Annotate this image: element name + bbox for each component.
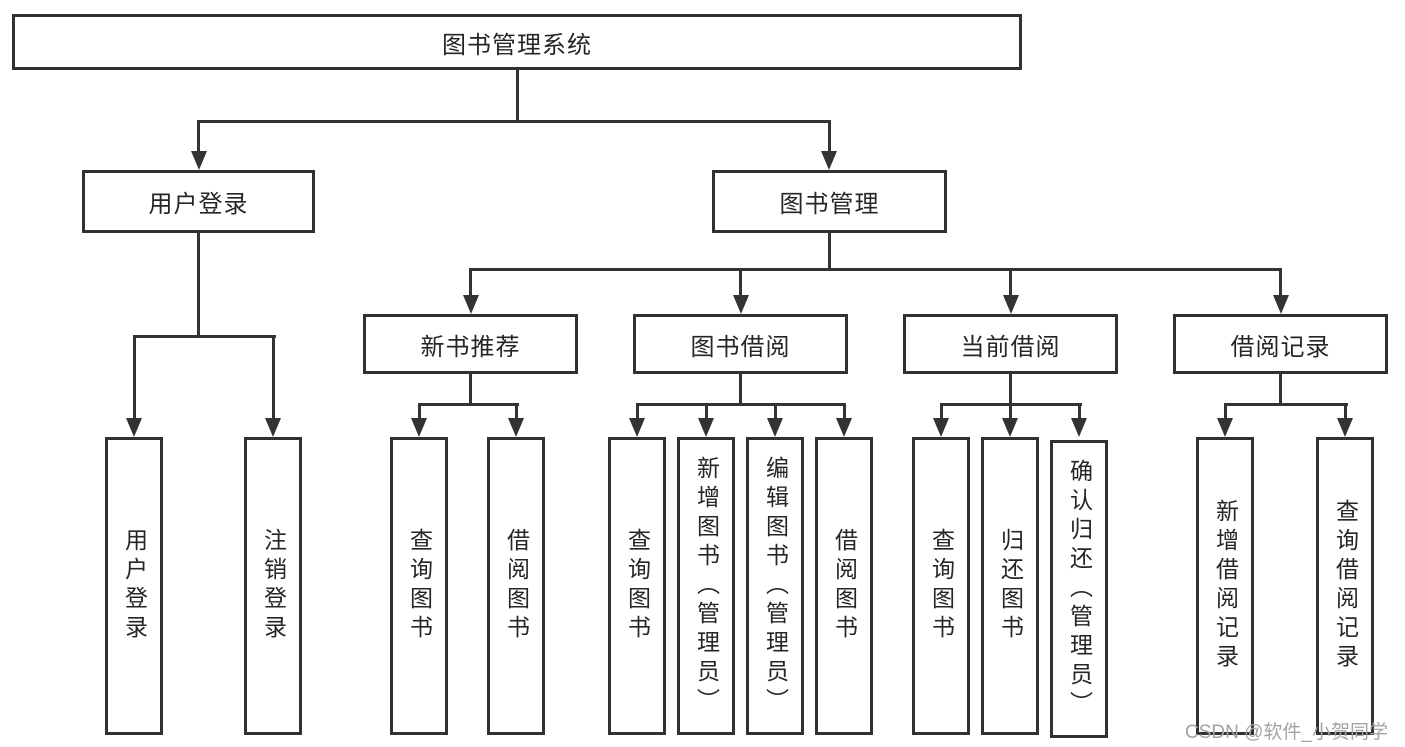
connector-arrowline xyxy=(704,403,708,420)
leaf-add-book-admin: 新增图书（管理员） xyxy=(677,437,735,735)
node-borrowing-records: 借阅记录 xyxy=(1173,314,1388,374)
connector-new-book-branch xyxy=(417,403,519,406)
connector-arrowline xyxy=(1343,403,1347,420)
node-label: 图书借阅 xyxy=(690,333,791,361)
node-label: 查询图书 xyxy=(624,528,651,644)
node-new-book-recommend: 新书推荐 xyxy=(363,314,578,374)
node-label: 编辑图书（管理员） xyxy=(762,455,789,717)
arrow-down-icon xyxy=(508,418,524,437)
arrow-down-icon xyxy=(732,295,749,314)
leaf-query-books-current: 查询图书 xyxy=(912,437,970,735)
connector-book-borrow-branch xyxy=(635,403,846,406)
connector-arrowline xyxy=(1223,403,1227,420)
arrow-down-icon xyxy=(698,418,714,437)
node-label: 借阅记录 xyxy=(1230,333,1331,361)
arrow-down-icon xyxy=(1272,295,1289,314)
connector-arrowline xyxy=(635,403,639,420)
arrow-down-icon xyxy=(1002,295,1019,314)
connector-arrowline xyxy=(842,403,846,420)
leaf-query-borrow-record: 查询借阅记录 xyxy=(1316,437,1374,735)
connector-arrowline-current-borrow xyxy=(1009,268,1012,297)
arrow-down-icon xyxy=(1002,418,1018,437)
connector-arrowline xyxy=(417,403,421,420)
leaf-borrow-books-recommend: 借阅图书 xyxy=(487,437,545,735)
node-label: 新增借阅记录 xyxy=(1212,499,1239,673)
connector-arrowline xyxy=(773,403,777,420)
leaf-borrow-books: 借阅图书 xyxy=(815,437,873,735)
node-label: 注销登录 xyxy=(260,528,287,644)
connector-root-stem xyxy=(515,68,519,122)
node-label: 当前借阅 xyxy=(960,333,1061,361)
connector-borrow-records-stem xyxy=(1279,372,1282,406)
arrow-down-icon xyxy=(126,418,142,437)
connector-current-borrow-stem xyxy=(1009,372,1012,406)
connector-arrowline-user-login xyxy=(197,120,200,155)
connector-arrowline xyxy=(514,403,518,420)
leaf-logout: 注销登录 xyxy=(244,437,302,735)
node-label: 图书管理系统 xyxy=(442,31,592,59)
node-book-borrowing: 图书借阅 xyxy=(633,314,848,374)
connector-arrowline-book-mgmt xyxy=(827,120,831,155)
connector-arrowline-book-borrow xyxy=(739,268,742,297)
node-label: 图书管理 xyxy=(779,191,880,218)
arrow-down-icon xyxy=(411,418,427,437)
node-label: 借阅图书 xyxy=(831,528,858,644)
leaf-query-books-borrowing: 查询图书 xyxy=(608,437,666,735)
arrow-down-icon xyxy=(767,418,783,437)
connector-borrow-records-branch xyxy=(1223,403,1348,406)
node-label: 确认归还（管理员） xyxy=(1066,458,1093,720)
arrow-down-icon xyxy=(933,418,949,437)
leaf-add-borrow-record: 新增借阅记录 xyxy=(1196,437,1254,735)
connector-arrowline-leaf-logout xyxy=(271,335,275,420)
connector-user-login-branch xyxy=(132,335,276,338)
arrow-down-icon xyxy=(265,418,281,437)
leaf-edit-book-admin: 编辑图书（管理员） xyxy=(746,437,804,735)
connector-book-mgmt-stem xyxy=(828,231,831,270)
node-label: 新书推荐 xyxy=(420,333,521,361)
arrow-down-icon xyxy=(1071,418,1087,437)
node-label: 用户登录 xyxy=(121,528,148,644)
arrow-down-icon xyxy=(462,295,479,314)
connector-arrowline-new-book xyxy=(469,268,472,297)
arrow-down-icon xyxy=(1337,418,1353,437)
leaf-user-login: 用户登录 xyxy=(105,437,163,735)
leaf-return-books: 归还图书 xyxy=(981,437,1039,735)
node-label: 查询图书 xyxy=(406,528,433,644)
arrow-down-icon xyxy=(629,418,645,437)
node-current-borrowing: 当前借阅 xyxy=(903,314,1118,374)
node-root-library-system: 图书管理系统 xyxy=(12,14,1022,70)
arrow-down-icon xyxy=(836,418,852,437)
node-label: 查询图书 xyxy=(928,528,955,644)
connector-root-branch xyxy=(197,120,831,123)
node-label: 新增图书（管理员） xyxy=(693,455,720,717)
leaf-confirm-return-admin: 确认归还（管理员） xyxy=(1050,440,1108,738)
node-book-management: 图书管理 xyxy=(712,170,947,233)
csdn-watermark: CSDN @软件_小贺同学 xyxy=(1185,722,1388,743)
connector-arrowline xyxy=(939,403,943,420)
connector-user-login-stem xyxy=(197,231,200,337)
connector-arrowline-leaf-user-login xyxy=(132,335,136,420)
node-user-login: 用户登录 xyxy=(82,170,315,233)
arrow-down-icon xyxy=(190,151,207,170)
connector-book-mgmt-branch xyxy=(469,268,1282,271)
arrow-down-icon xyxy=(821,151,837,170)
connector-arrowline xyxy=(1008,403,1012,420)
connector-arrowline-borrow-records xyxy=(1279,268,1282,297)
connector-new-book-stem xyxy=(469,372,472,406)
node-label: 用户登录 xyxy=(148,191,249,218)
leaf-query-books-recommend: 查询图书 xyxy=(390,437,448,735)
node-label: 查询借阅记录 xyxy=(1332,499,1359,673)
node-label: 归还图书 xyxy=(997,528,1024,644)
arrow-down-icon xyxy=(1217,418,1233,437)
node-label: 借阅图书 xyxy=(503,528,530,644)
connector-arrowline xyxy=(1077,403,1081,420)
connector-book-borrow-stem xyxy=(739,372,742,406)
